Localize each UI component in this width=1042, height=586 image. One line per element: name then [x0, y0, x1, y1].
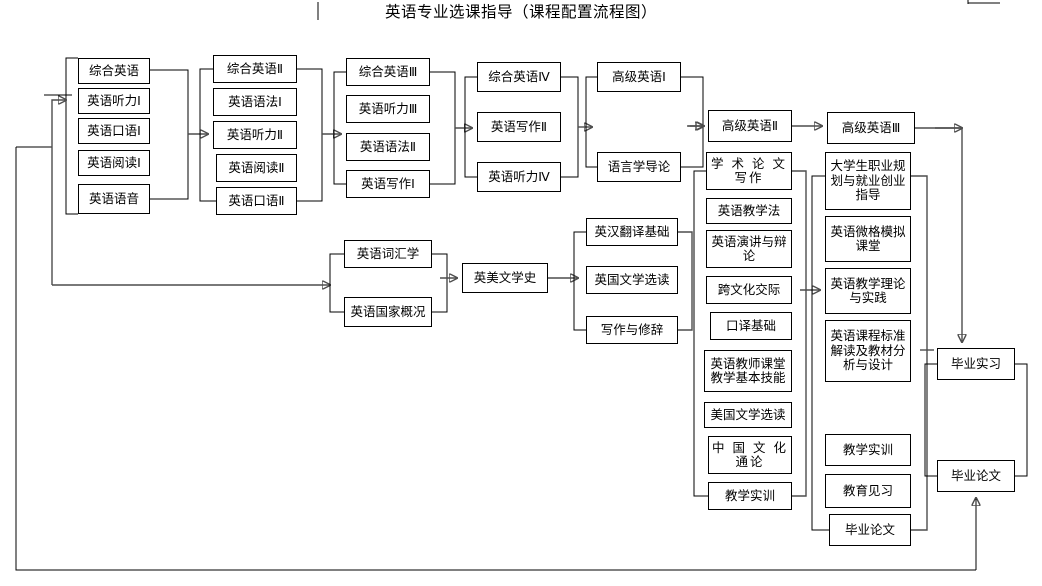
course-box-c3-1[interactable]: 综合英语Ⅲ [346, 58, 430, 86]
course-box-c1-5[interactable]: 英语语音 [78, 184, 150, 214]
course-box-c7-0[interactable]: 高级英语Ⅲ [827, 112, 915, 144]
course-box-c5-2[interactable]: 语言学导论 [597, 152, 681, 182]
course-box-m1[interactable]: 英语词汇学 [344, 240, 432, 268]
course-box-c1-3[interactable]: 英语口语Ⅰ [78, 118, 150, 144]
course-box-m5[interactable]: 英国文学选读 [586, 266, 678, 294]
course-box-c7-1[interactable]: 大学生职业规划与就业创业指导 [825, 152, 911, 210]
course-box-c2-5[interactable]: 英语口语Ⅱ [216, 187, 297, 215]
course-box-m6[interactable]: 写作与修辞 [586, 316, 678, 344]
course-box-c2-3[interactable]: 英语听力Ⅱ [213, 121, 297, 149]
course-box-c5-1[interactable]: 高级英语Ⅰ [597, 62, 681, 92]
course-box-c6-2[interactable]: 英语教学法 [706, 198, 792, 224]
course-box-c6-0[interactable]: 高级英语Ⅱ [708, 110, 792, 142]
course-box-c7-7[interactable]: 毕业论文 [829, 514, 911, 546]
course-box-c6-4[interactable]: 跨文化交际 [706, 276, 792, 304]
course-box-c8-1[interactable]: 毕业实习 [937, 348, 1015, 380]
page-title: 英语专业选课指导（课程配置流程图） [384, 3, 657, 21]
course-box-c2-4[interactable]: 英语阅读Ⅱ [216, 154, 297, 182]
course-box-c4-2[interactable]: 英语写作Ⅱ [477, 112, 561, 142]
course-box-c4-1[interactable]: 综合英语Ⅳ [477, 62, 561, 92]
course-box-c6-5[interactable]: 口译基础 [710, 312, 792, 340]
course-box-c7-5[interactable]: 教学实训 [825, 434, 911, 466]
course-box-c3-2[interactable]: 英语听力Ⅲ [346, 95, 430, 123]
course-box-m4[interactable]: 英汉翻译基础 [586, 218, 678, 246]
course-box-c1-2[interactable]: 英语听力Ⅰ [78, 88, 150, 114]
course-box-c6-6[interactable]: 英语教师课堂教学基本技能 [704, 350, 792, 392]
course-box-c7-4[interactable]: 英语课程标准解读及教材分析与设计 [825, 320, 911, 382]
course-box-c6-3[interactable]: 英语演讲与辩论 [706, 230, 792, 268]
course-box-c3-4[interactable]: 英语写作Ⅰ [346, 170, 430, 198]
course-box-c3-3[interactable]: 英语语法Ⅱ [346, 133, 430, 161]
course-box-c7-2[interactable]: 英语微格模拟课堂 [825, 216, 911, 262]
course-box-c2-1[interactable]: 综合英语Ⅱ [213, 55, 297, 83]
course-box-c6-7[interactable]: 美国文学选读 [704, 402, 792, 428]
course-box-c2-2[interactable]: 英语语法Ⅰ [213, 88, 297, 116]
course-box-c4-3[interactable]: 英语听力Ⅳ [477, 162, 561, 192]
course-box-c7-3[interactable]: 英语教学理论与实践 [825, 268, 911, 314]
course-box-c6-9[interactable]: 教学实训 [708, 482, 792, 510]
course-box-c8-2[interactable]: 毕业论文 [937, 460, 1015, 492]
course-box-c6-1[interactable]: 学 术 论 文 写作 [706, 152, 792, 190]
course-box-m2[interactable]: 英语国家概况 [344, 297, 432, 327]
course-box-c1-4[interactable]: 英语阅读Ⅰ [78, 150, 150, 176]
course-box-c6-8[interactable]: 中 国 文 化 通论 [708, 436, 792, 474]
course-box-c7-6[interactable]: 教育见习 [825, 474, 911, 508]
course-box-c1-1[interactable]: 综合英语 [78, 58, 150, 84]
course-box-m3[interactable]: 英美文学史 [462, 263, 548, 293]
